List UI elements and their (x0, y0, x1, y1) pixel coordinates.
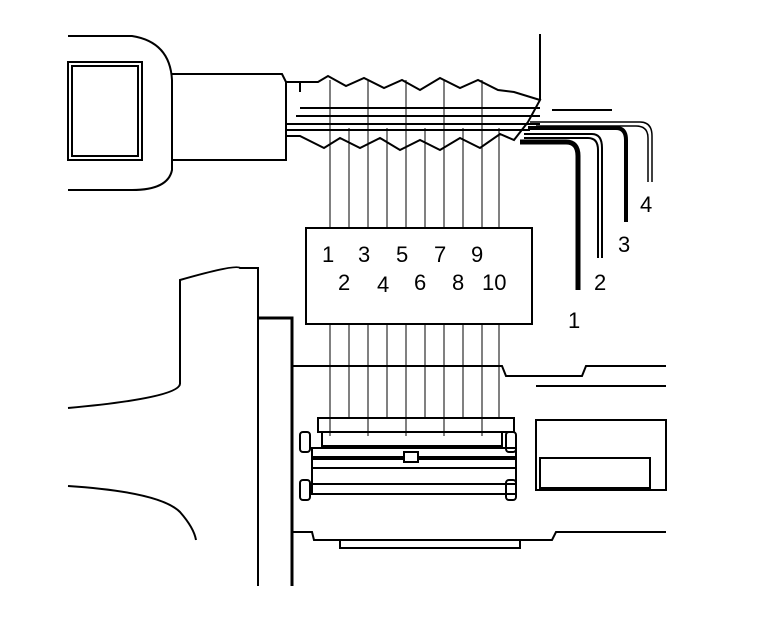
wire-lead-4 (530, 121, 653, 182)
wire-labels: 1 2 3 4 (568, 192, 652, 333)
cut-label-9: 9 (471, 242, 483, 267)
wire-lead-3 (528, 126, 628, 222)
cut-label-10: 10 (482, 270, 506, 295)
cut-label-3: 3 (358, 242, 370, 267)
wire-lead-1 (520, 139, 581, 290)
wire-leads (520, 121, 653, 290)
cut-label-8: 8 (452, 270, 464, 295)
pin-rack (299, 417, 517, 501)
cut-label-1: 1 (322, 242, 334, 267)
gauge-lines-bottom (329, 324, 500, 436)
cut-label-5: 5 (396, 242, 408, 267)
cut-label-2: 2 (338, 270, 350, 295)
wire-lead-2 (524, 133, 603, 258)
key-blade (286, 34, 612, 152)
key-bow (67, 35, 301, 191)
cut-label-4: 4 (377, 272, 389, 297)
cut-number-box (305, 227, 533, 325)
decoder-tool-body (67, 266, 294, 586)
wire-label-4: 4 (640, 192, 652, 217)
wire-label-2: 2 (594, 270, 606, 295)
cut-label-6: 6 (414, 270, 426, 295)
wire-label-1: 1 (568, 308, 580, 333)
wire-label-3: 3 (618, 232, 630, 257)
gauge-lines-top (329, 80, 500, 228)
cut-label-7: 7 (434, 242, 446, 267)
decoder-housing (292, 365, 667, 549)
cut-labels: 1 3 5 7 9 2 4 6 8 10 (322, 242, 506, 297)
